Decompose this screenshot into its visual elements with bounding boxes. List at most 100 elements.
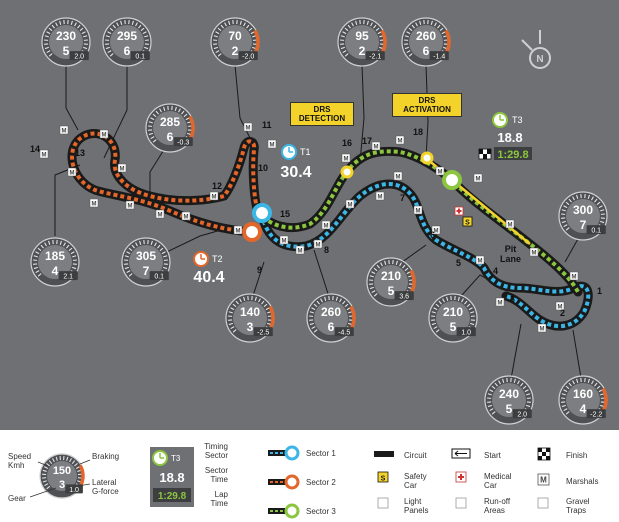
dial-gear: 2: [232, 44, 239, 58]
dial-gear: 4: [580, 402, 587, 416]
svg-text:M: M: [70, 171, 75, 177]
marshal-marker: M: [155, 209, 165, 219]
drs-detection-label: DRS DETECTION: [290, 102, 354, 126]
dial-gear: 6: [124, 44, 131, 58]
svg-text:M: M: [270, 143, 275, 149]
legend-timing-sector-time: 18.8: [159, 470, 184, 485]
dial-speed: 260: [321, 305, 341, 319]
safety-car-icon: S: [462, 216, 473, 227]
marshal-marker: M: [475, 255, 485, 265]
marshal-marker: M: [495, 297, 505, 307]
legend-circuit: Circuit: [404, 451, 427, 460]
dial-gear: 5: [388, 284, 395, 298]
svg-text:M: M: [236, 229, 241, 235]
marshal-marker: M: [267, 139, 277, 149]
dial-gear: 7: [143, 264, 150, 278]
svg-text:M: M: [158, 213, 163, 219]
svg-text:M: M: [298, 249, 303, 255]
svg-text:M: M: [316, 243, 321, 249]
svg-text:S: S: [381, 476, 386, 483]
dial-g-force: -2.0: [242, 54, 254, 61]
dial-speed: 230: [56, 29, 76, 43]
marshal-marker: M: [99, 129, 109, 139]
pit-lane-label: Pit Lane: [500, 244, 522, 264]
dial-speed: 285: [160, 115, 180, 129]
drs-activation-label: DRS ACTIVATION: [392, 93, 462, 117]
dial-gear: 2: [359, 44, 366, 58]
dial-speed: 305: [136, 249, 156, 263]
gauge-dial-d3: 702-2.0: [210, 17, 260, 67]
legend-sector-1: Sector 1: [306, 449, 336, 458]
safety-car-legend-icon: S: [377, 471, 389, 483]
svg-text:M: M: [378, 195, 383, 201]
marshal-marker: M: [529, 247, 539, 257]
finish-legend-icon: [537, 447, 551, 461]
legend-finish: Finish: [566, 451, 588, 460]
svg-text:M: M: [102, 133, 107, 139]
dial-speed: 95: [355, 29, 369, 43]
timing-marker-t1: [252, 203, 272, 223]
dial-speed: 210: [381, 269, 401, 283]
legend-timing-lap-time: 1:29.8: [158, 491, 187, 502]
marshal-marker: M: [569, 271, 579, 281]
marshal-marker: M: [371, 141, 381, 151]
dial-gear: 6: [167, 130, 174, 144]
start-icon: [451, 448, 471, 459]
corner-15-label: 15: [280, 209, 291, 219]
dial-gear: 3: [247, 320, 254, 334]
dial-g-force: 0.1: [591, 228, 601, 235]
timing-marker-t3: [442, 170, 462, 190]
svg-text:M: M: [374, 145, 379, 151]
svg-text:M: M: [246, 126, 251, 132]
dial-speed: 150: [53, 465, 71, 477]
corner-16-label: 16: [342, 138, 353, 148]
marshal-marker: M: [243, 122, 253, 132]
marshal-marker: M: [295, 245, 305, 255]
marshal-marker: M: [89, 198, 99, 208]
svg-text:M: M: [498, 301, 503, 307]
svg-text:M: M: [398, 139, 403, 145]
marshal-marker: M: [125, 200, 135, 210]
marshal-marker: M: [233, 225, 243, 235]
marshal-legend-icon: M: [537, 473, 550, 486]
dial-gear: 5: [506, 402, 513, 416]
legend-marshals: Marshals: [566, 477, 599, 486]
timing-t3-time: 18.8: [497, 130, 522, 145]
marshal-marker: M: [393, 171, 403, 181]
legend-timing: T3 18.8 1:29.8: [150, 447, 194, 507]
dial-speed: 260: [416, 29, 436, 43]
dial-speed: 140: [240, 305, 260, 319]
dial-g-force: 3.6: [399, 294, 409, 301]
svg-text:M: M: [212, 195, 217, 201]
marshal-marker: M: [209, 191, 219, 201]
sector-2-track: [67, 129, 263, 237]
sector-1-track: [257, 179, 593, 331]
corner-11-label: 11: [262, 120, 272, 130]
map-area: [0, 0, 619, 430]
dial-gear: 4: [52, 264, 59, 278]
svg-text:M: M: [416, 209, 421, 215]
legend-timing-sector: T3: [171, 454, 181, 463]
dial-g-force: 0.1: [135, 54, 145, 61]
svg-text:N: N: [536, 54, 543, 65]
dial-speed: 300: [573, 203, 593, 217]
corner-10-label: 10: [258, 163, 269, 173]
corner-3-label: 3: [510, 294, 516, 304]
dial-g-force: 1.0: [461, 330, 471, 337]
drs-activation-point: [420, 151, 434, 165]
marshal-marker: M: [431, 225, 441, 235]
